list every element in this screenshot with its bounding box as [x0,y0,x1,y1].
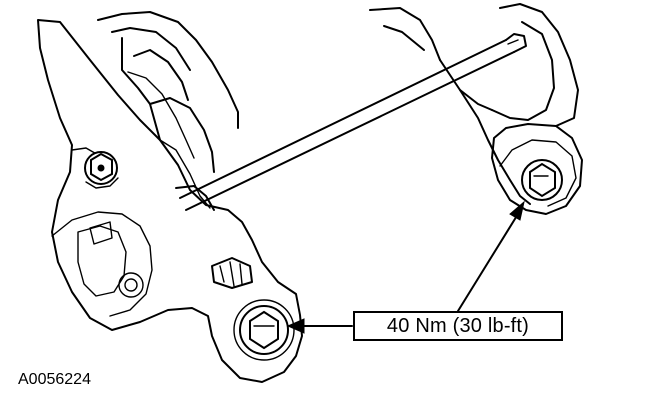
right-mount-bolt [521,159,563,201]
right-bracket [369,3,583,215]
torque-spec-callout: 40 Nm (30 lb-ft) [353,311,563,341]
left-bracket [37,19,303,383]
left-mount-bolt [233,299,295,361]
figure-id: A0056224 [18,371,91,388]
torque-spec-label: 40 Nm (30 lb-ft) [386,314,530,337]
cross-rod [179,33,527,211]
callout-leaders [286,200,525,334]
retaining-clip [211,257,253,289]
upper-bolt [84,151,119,189]
upper-housing [97,11,239,211]
